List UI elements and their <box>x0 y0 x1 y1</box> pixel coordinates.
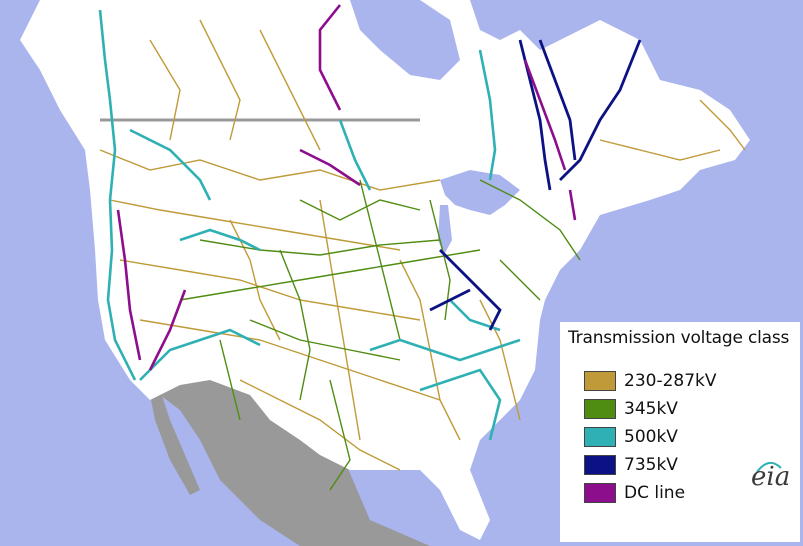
legend-swatch-345kv <box>584 399 616 419</box>
legend-swatch-dc-line <box>584 483 616 503</box>
legend-label-345kv: 345kV <box>624 399 678 419</box>
lines-500kv <box>98 9 521 441</box>
legend-title: Transmission voltage class <box>568 328 790 348</box>
legend-label-735kv: 735kV <box>624 455 678 475</box>
eia-logo-text: eia <box>751 462 791 492</box>
lines-dc <box>116 4 577 371</box>
baja-peninsula <box>148 385 200 495</box>
north-america-landmass <box>20 0 750 540</box>
legend-swatch-230-287kv <box>584 371 616 391</box>
legend: Transmission voltage class 230-287kV 345… <box>560 322 800 542</box>
eia-logo-icon <box>756 461 782 473</box>
lake-michigan <box>438 205 452 255</box>
legend-item-230-287kv: 230-287kV <box>584 370 717 392</box>
legend-label-500kv: 500kV <box>624 427 678 447</box>
legend-swatch-735kv <box>584 455 616 475</box>
legend-item-dc-line: DC line <box>584 482 685 504</box>
legend-item-500kv: 500kV <box>584 426 678 448</box>
mexico-landmass <box>150 345 430 546</box>
great-lakes <box>440 170 520 215</box>
legend-label-dc-line: DC line <box>624 483 686 503</box>
legend-item-735kv: 735kV <box>584 454 678 476</box>
legend-item-345kv: 345kV <box>584 398 678 420</box>
hudson-bay <box>350 0 460 80</box>
legend-label-230-287kv: 230-287kV <box>624 371 717 391</box>
lines-345kv <box>179 179 581 491</box>
legend-swatch-500kv <box>584 427 616 447</box>
